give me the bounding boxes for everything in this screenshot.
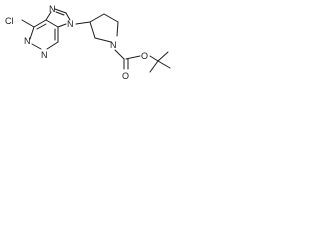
- structure-canvas: Cl N N N N N O O: [0, 0, 185, 83]
- c-cl-bond: [21, 19, 35, 28]
- imidazole-ring: [45, 8, 71, 28]
- n3-label: N: [41, 50, 48, 60]
- n7-label: N: [49, 4, 56, 14]
- n-c-linker-bond: [75, 21, 91, 25]
- n1-label: N: [24, 36, 31, 46]
- carbonyl-o-label: O: [122, 71, 129, 81]
- boc-group: [114, 49, 171, 73]
- n9-label: N: [67, 19, 74, 29]
- molecule-drawing: Cl N N N N N O O: [5, 4, 171, 81]
- pyrrolidine-ring: [89, 13, 119, 43]
- chlorine-label: Cl: [5, 16, 14, 26]
- ester-o-label: O: [141, 51, 148, 61]
- pyrimidine-ring: [29, 19, 59, 50]
- pyrrolidine-n-label: N: [110, 40, 117, 50]
